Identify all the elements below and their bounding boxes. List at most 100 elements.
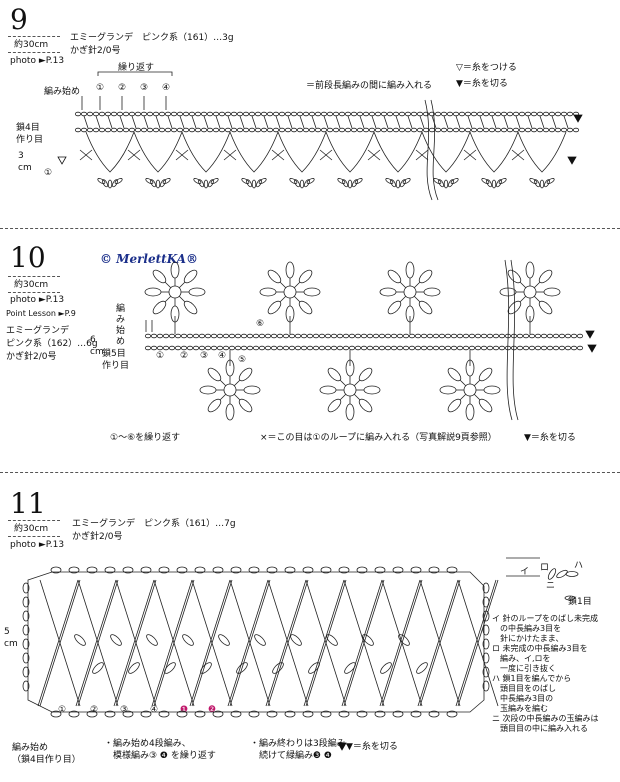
chain-stitch: [500, 127, 508, 133]
picot: [68, 566, 80, 574]
lattice-line: [381, 579, 423, 707]
section-10-start-label: 編み始め: [116, 304, 126, 347]
petal-stitch: [438, 179, 444, 188]
chain-stitch: [402, 333, 410, 339]
chain-stitch: [426, 345, 434, 351]
petal-stitch: [299, 179, 305, 189]
outer-border: [27, 571, 485, 713]
chain-stitch: [348, 333, 356, 339]
chain-stitch: [288, 333, 296, 339]
lattice-line: [305, 579, 347, 707]
section-9-circled-4: ④: [162, 83, 171, 93]
chain-stitch: [294, 345, 302, 351]
chain-stitch: [254, 111, 262, 117]
chain-stitch: [446, 111, 454, 117]
chain-stitch: [218, 111, 226, 117]
petal-stem: [473, 379, 481, 387]
chain-stitch: [128, 127, 136, 133]
picot-arc: [229, 131, 279, 173]
dc-stitch: [527, 115, 533, 129]
lattice-line: [457, 579, 499, 707]
chain-stitch: [332, 111, 340, 117]
chain-stitch: [216, 333, 224, 339]
chain-stitch: [288, 345, 296, 351]
step-line: 頭目目をのばし: [492, 684, 556, 693]
chain-stitch: [476, 111, 484, 117]
section-11-note-start: ・編み始め4段編み、 模様編み③ ❹ を繰り返す: [104, 739, 216, 761]
chain-stitch: [486, 333, 494, 339]
chain-stitch: [456, 333, 464, 339]
chain-stitch: [354, 345, 362, 351]
flower-petal: [439, 385, 457, 395]
picot: [302, 710, 314, 718]
chain-stitch: [104, 111, 112, 117]
chain-stitch: [386, 127, 394, 133]
chain-stitch: [470, 127, 478, 133]
chain-stitch: [380, 111, 388, 117]
chain-stitch: [360, 333, 368, 339]
chain-stitch: [404, 127, 412, 133]
dc-stitch: [539, 115, 545, 129]
chain-stitch: [230, 127, 238, 133]
section-10-circled-5: ⑤: [238, 355, 247, 365]
bobble-sample: [556, 569, 568, 579]
lattice-line: [75, 579, 117, 707]
chain-stitch: [378, 333, 386, 339]
chain-stitch: [524, 111, 532, 117]
chain-stitch: [318, 345, 326, 351]
symbol-label-i: イ: [520, 567, 530, 577]
chain-stitch: [204, 333, 212, 339]
chain-stitch: [428, 111, 436, 117]
section-10-circled-1: ①: [156, 351, 165, 361]
lattice-line: [455, 579, 497, 707]
chain-stitch: [512, 127, 520, 133]
chain-stitch: [390, 345, 398, 351]
picot: [212, 710, 224, 718]
chain-stitch: [390, 333, 398, 339]
petal-stitch: [150, 179, 156, 188]
chain-stitch: [342, 333, 350, 339]
chain-stitch: [170, 127, 178, 133]
flower-petal: [483, 385, 501, 395]
lattice-line: [341, 579, 383, 707]
section-11-note-end: ・編み終わりは3段編み、 続けて緑編み❸ ❹: [250, 739, 355, 761]
chain-stitch: [144, 333, 152, 339]
section-10-legend-cut: ▼＝糸を切る: [524, 433, 576, 443]
section-10-number: 10: [10, 241, 46, 274]
bobble-stitch: [254, 634, 266, 646]
chain-stitch: [410, 111, 418, 117]
chain-stitch: [560, 127, 568, 133]
chain-stitch: [444, 345, 452, 351]
chain-stitch: [128, 111, 136, 117]
dc-stitch: [155, 115, 161, 129]
chain-stitch: [186, 333, 194, 339]
chain-stitch: [306, 333, 314, 339]
chain-stitch: [198, 333, 206, 339]
petal-stitch: [337, 178, 346, 184]
chain-stitch: [312, 345, 320, 351]
cut-marker: [585, 330, 595, 339]
chain-stitch: [314, 111, 322, 117]
petal-stem: [279, 295, 287, 303]
chain-stitch: [384, 333, 392, 339]
chain-stitch: [398, 127, 406, 133]
petal-stitch: [402, 178, 411, 184]
section-10-photo: photo ►P.13: [10, 295, 65, 305]
chain-stitch: [98, 111, 106, 117]
picot: [176, 710, 188, 718]
section-9-repeat-label: 繰り返す: [118, 63, 155, 73]
chain-stitch: [252, 345, 260, 351]
petal-stem: [233, 393, 241, 401]
section-11-legend-cut: ▼＝糸を切る: [346, 742, 398, 752]
picot: [122, 566, 134, 574]
chain-stitch: [450, 333, 458, 339]
chain-stitch: [216, 345, 224, 351]
dc-stitch: [443, 115, 449, 129]
petal-stitch: [162, 178, 171, 184]
petal-stem: [339, 379, 347, 387]
repeat-bracket: [97, 71, 173, 76]
picot: [158, 566, 170, 574]
section-11-photo: photo ►P.13: [10, 540, 65, 550]
chain-stitch: [524, 127, 532, 133]
flower-petal: [225, 403, 235, 421]
